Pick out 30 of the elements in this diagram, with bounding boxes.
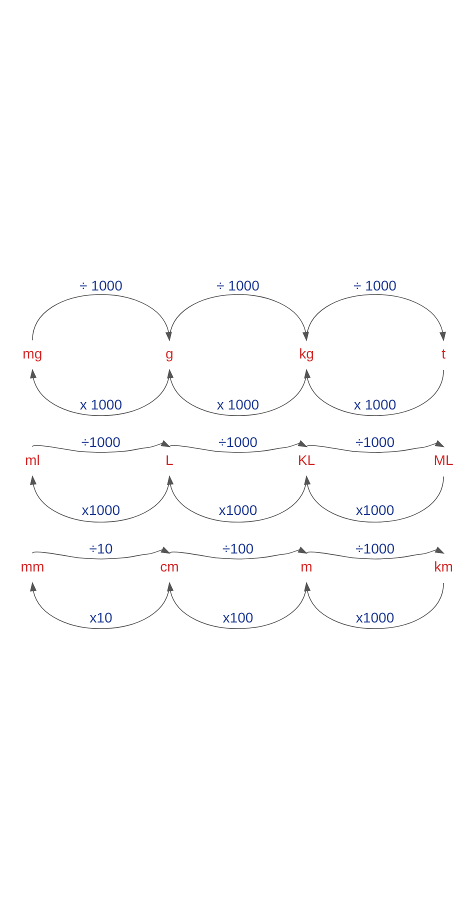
node-text: km (434, 558, 453, 575)
node-text: ML (434, 452, 454, 468)
node-text: KL (298, 452, 316, 468)
edge-label: ÷ 1000 (216, 277, 260, 294)
edge-label: x1000 (82, 502, 120, 518)
node-text: t (442, 346, 446, 362)
edge-label: x1000 (356, 609, 394, 626)
edge-label: x 1000 (80, 396, 122, 412)
edge-label: ÷10 (89, 540, 113, 557)
edge-label: ÷100 (222, 540, 254, 557)
edge-label: x1000 (356, 502, 394, 518)
edge-label: x1000 (218, 502, 258, 518)
edge-label: x 1000 (354, 396, 396, 412)
edge-label: ÷1000 (356, 434, 395, 450)
edge-label: ÷1000 (218, 434, 258, 450)
edge-label: x 1000 (216, 396, 260, 412)
edge-label: ÷ 1000 (79, 277, 122, 294)
edge-label: x10 (90, 609, 112, 626)
edge-label: ÷ 1000 (354, 277, 397, 294)
edge-label: ÷1000 (81, 434, 120, 450)
node-text: ml (25, 452, 40, 468)
node-text: g (166, 346, 174, 362)
node-text: mg (22, 346, 42, 362)
node-text: cm (160, 558, 179, 575)
node-text: m (300, 558, 312, 575)
node-text: mm (20, 558, 44, 575)
edge-label: x100 (222, 609, 254, 626)
node-text: L (166, 452, 174, 468)
edge-label: ÷1000 (356, 540, 395, 557)
node-text: kg (299, 346, 314, 362)
